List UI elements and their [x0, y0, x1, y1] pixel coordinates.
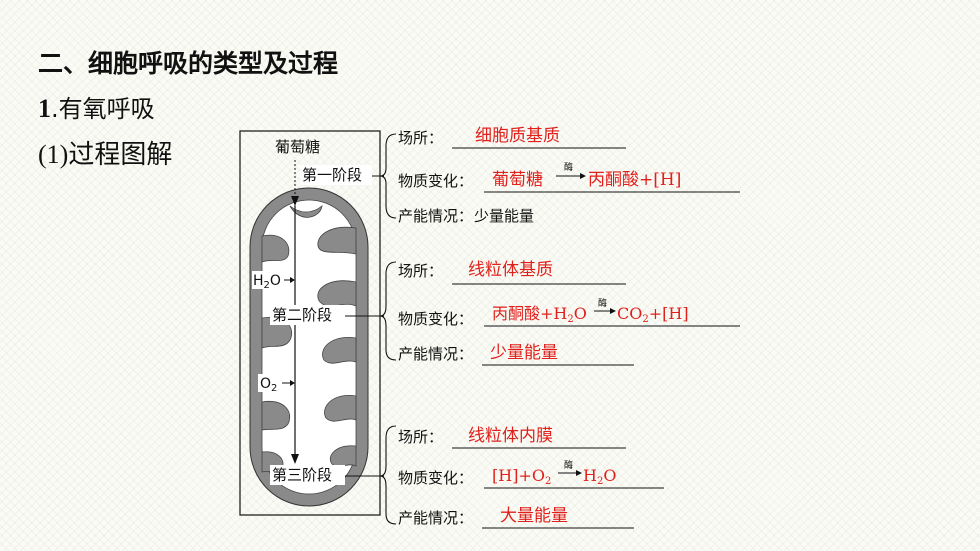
stage-1-energy-label: 产能情况： [398, 207, 473, 225]
stage-1-place-label: 场所： [398, 129, 443, 147]
stage-3-enzyme: 酶 [564, 459, 573, 471]
subsection-title: 1.有氧呼吸 [38, 89, 155, 124]
cell-box [239, 130, 381, 516]
stage-1-enzyme: 酶 [564, 161, 573, 173]
stage-1-energy-answer: 少量能量 [474, 207, 534, 225]
stage-2-place-answer: 线粒体基质 [468, 260, 553, 280]
stage-1-change-label: 物质变化： [398, 172, 473, 190]
input-h2o-arrowhead [290, 277, 295, 283]
stage-3-change-label: 物质变化： [398, 469, 473, 487]
stage-2-change-label: 物质变化： [398, 310, 473, 328]
stage-2-label: 第二阶段 [272, 306, 332, 324]
item-label: (1)过程图解 [38, 140, 173, 169]
brace-3 [379, 425, 397, 525]
stage-2-change-product: CO2+[H] [617, 304, 689, 325]
stage-2-bg [270, 305, 345, 325]
stage-2-enzyme: 酶 [598, 297, 607, 309]
stage-1-change-reactant: 葡萄糖 [492, 170, 543, 190]
stage-2-reaction-arrowhead [610, 308, 616, 314]
stage-2-energy-answer: 少量能量 [490, 343, 558, 363]
stage-1-label: 第一阶段 [302, 166, 362, 184]
stage-2-place-label: 场所： [398, 262, 443, 280]
stage-3-change-product: H2O [583, 466, 616, 487]
input-h2o-bg [252, 271, 286, 289]
stage-1-bg [300, 165, 372, 185]
stage-3-change-reactant: [H]+O2 [492, 466, 551, 487]
stage-1-place-answer: 细胞质基质 [475, 126, 560, 146]
stage-3-place-label: 场所： [398, 428, 443, 446]
stage-2-energy-label: 产能情况： [398, 345, 473, 363]
subsection-text: .有氧呼吸 [51, 95, 155, 123]
stage-1-change-product: 丙酮酸+[H] [588, 170, 681, 190]
brace-2 [379, 261, 397, 361]
stage-3-energy-label: 产能情况： [398, 509, 473, 527]
stage-1-reaction-arrowhead [580, 173, 586, 179]
stage-3-label: 第三阶段 [272, 466, 332, 484]
input-o2-bg [258, 374, 286, 392]
stage-3-place-answer: 线粒体内膜 [468, 426, 553, 446]
input-o2-arrowhead [290, 380, 295, 386]
section-title: 二、细胞呼吸的类型及过程 [38, 49, 339, 78]
subsection-number: 1 [38, 94, 51, 123]
substrate-label: 葡萄糖 [275, 138, 320, 156]
input-h2o-label: H2O [253, 273, 281, 291]
stage-2-change-reactant: 丙酮酸+H2O [492, 304, 587, 325]
brace-1 [379, 133, 397, 219]
stage-3-bg [270, 465, 345, 485]
stage-3-reaction-arrowhead [576, 470, 582, 476]
arrow-down-head [291, 454, 299, 464]
arrow-down-head-1 [291, 196, 299, 206]
stage-3-energy-answer: 大量能量 [500, 506, 568, 526]
